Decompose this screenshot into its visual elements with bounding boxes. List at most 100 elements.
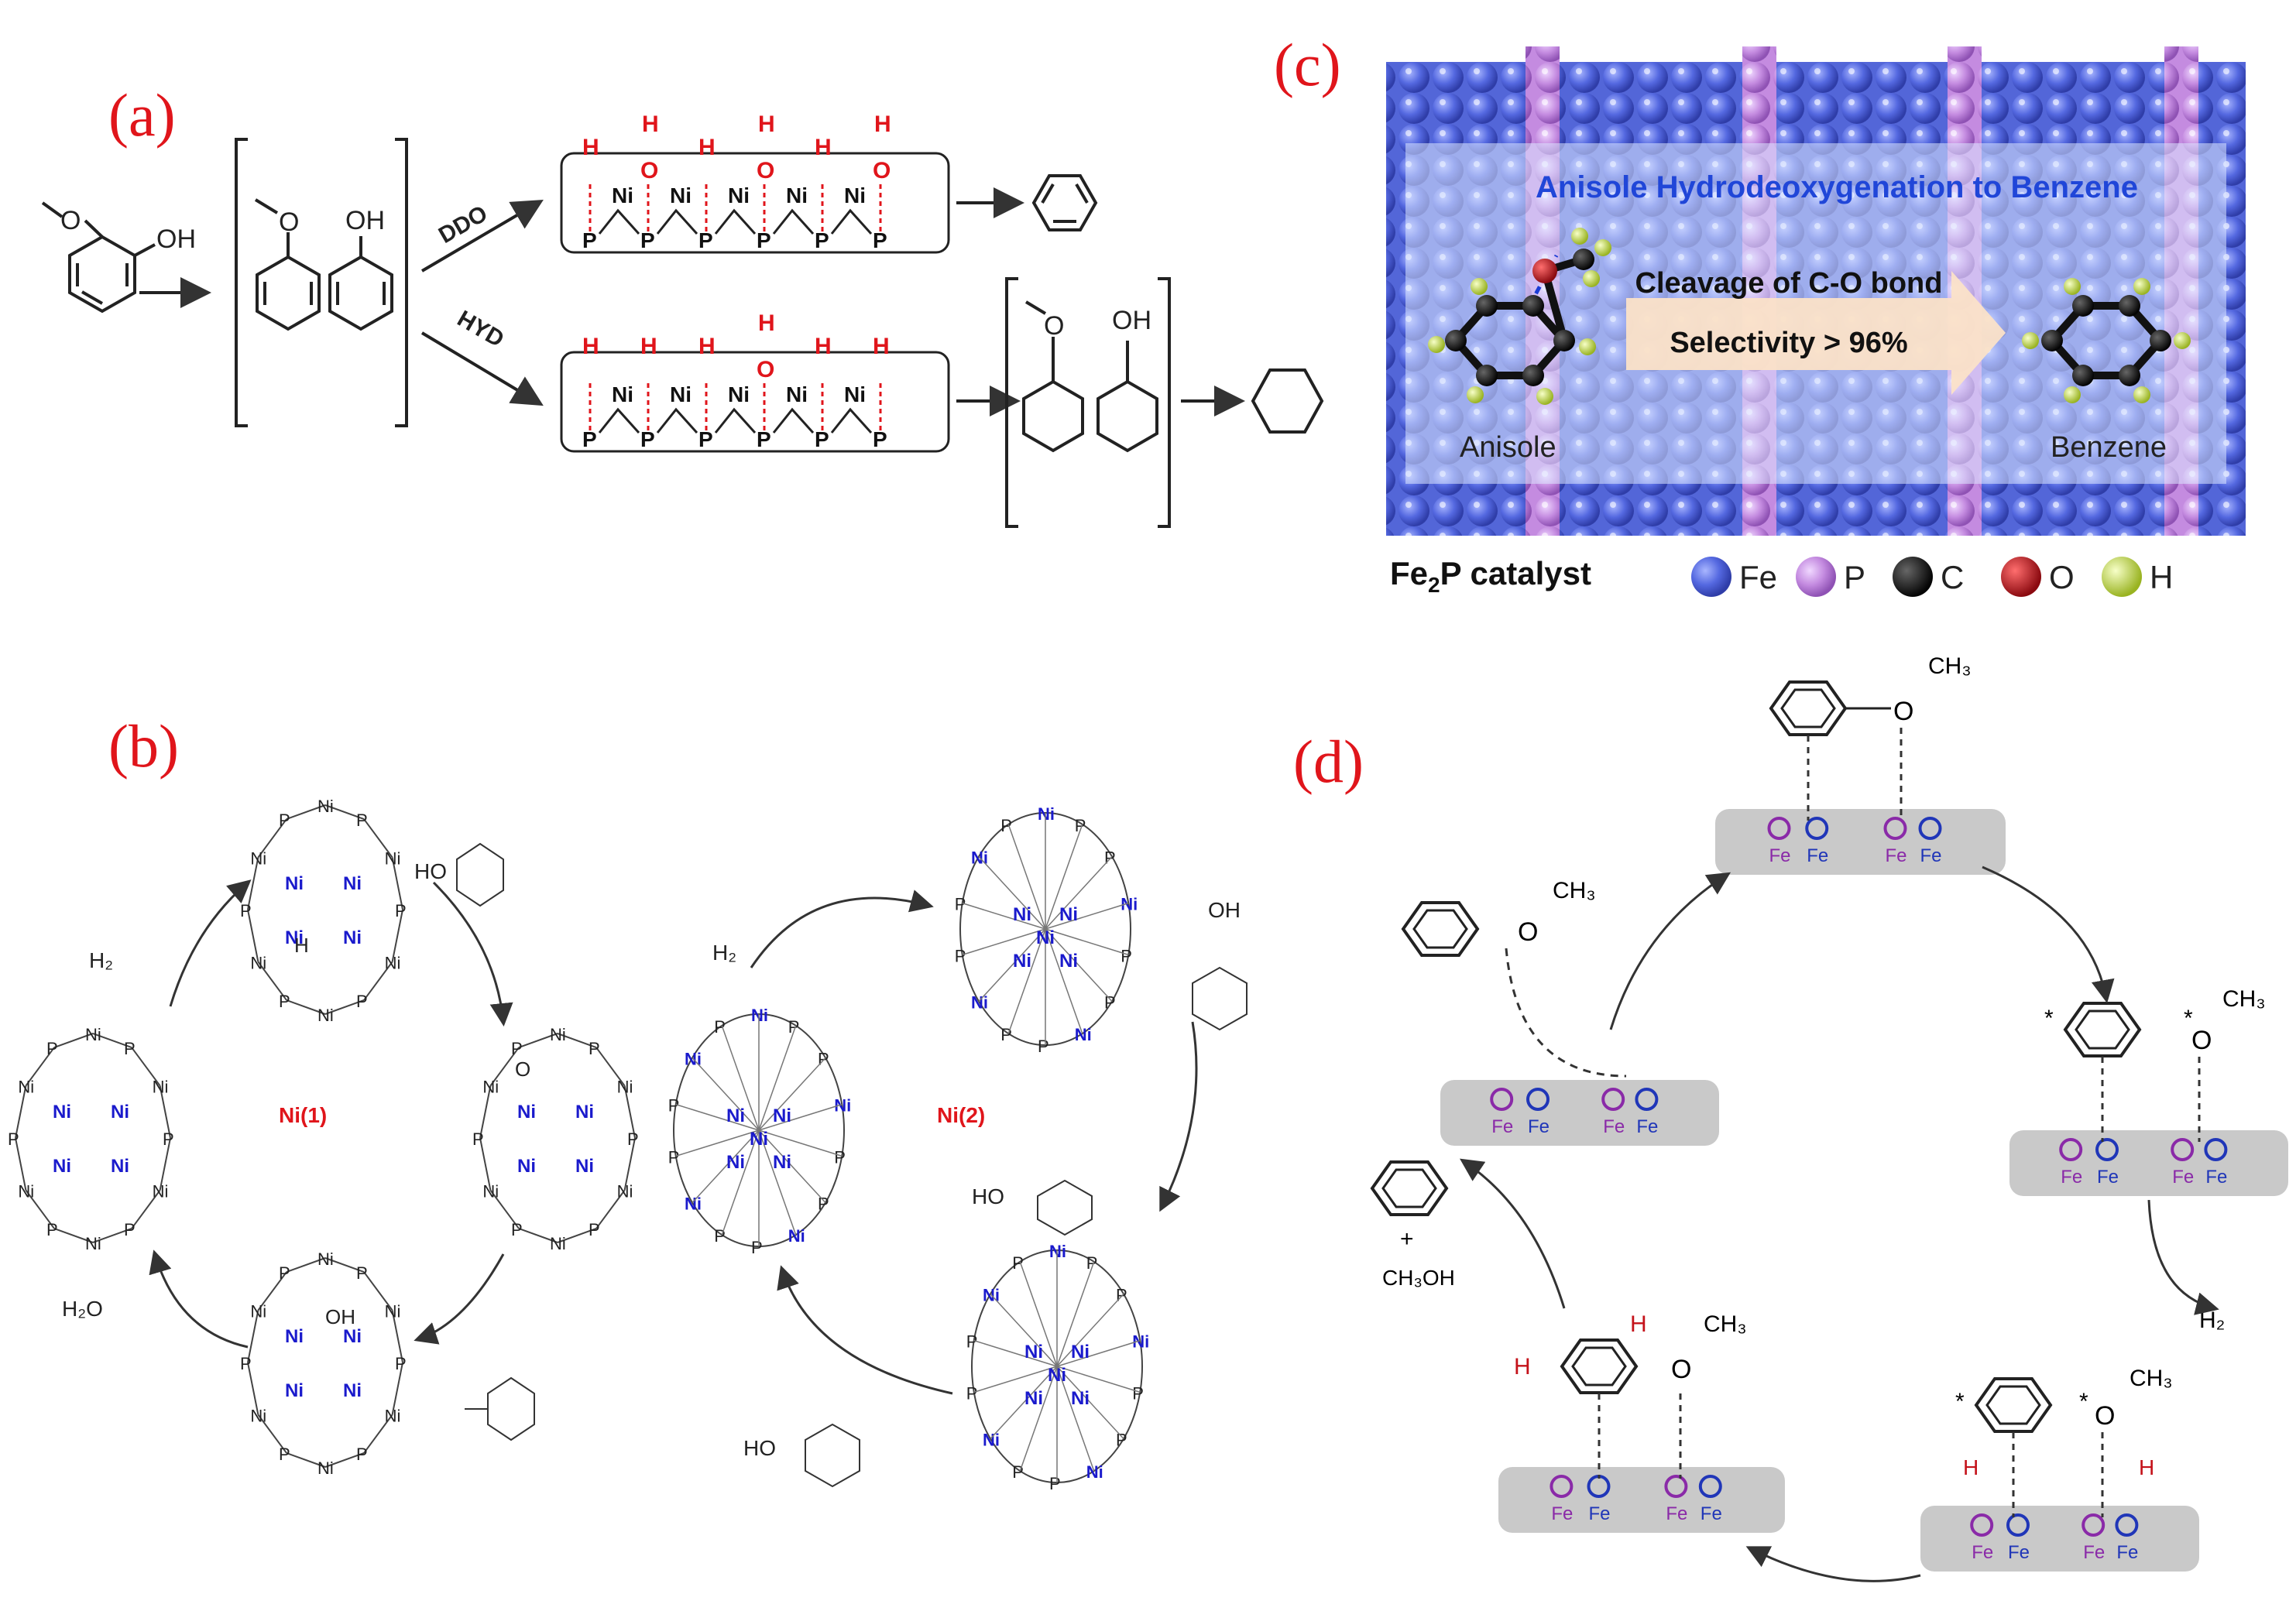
surface-ni-atom: Ni	[612, 183, 633, 207]
surface-hydroxyl-h: H	[874, 111, 891, 137]
legend-label: O	[2049, 559, 2075, 595]
o-left: O	[1518, 917, 1538, 947]
fe-site-label: Fe	[2172, 1167, 2194, 1188]
benzene-top	[1769, 680, 1848, 736]
cage-inner-ni: Ni	[343, 1380, 362, 1401]
ch3-bottom: CH₃	[1704, 1311, 1747, 1337]
phenol-ring-mid	[1037, 1179, 1093, 1236]
cage-atom: Ni	[617, 1182, 633, 1201]
cage-inner-ni: Ni	[285, 1380, 304, 1401]
panel-label-a: (a)	[108, 81, 176, 149]
cage-atom: Ni	[250, 1302, 266, 1321]
cage-inner-ni: Ni	[343, 1326, 362, 1347]
benzene-right-upper	[2063, 1002, 2142, 1057]
cage-atom: Ni	[482, 1078, 499, 1097]
cage-bond	[1019, 1261, 1058, 1367]
cage-bond	[557, 1227, 597, 1243]
ch3-right-upper: CH₃	[2222, 986, 2266, 1012]
o-right-upper: O	[2191, 1026, 2212, 1055]
ni-p-bond	[598, 407, 640, 434]
cage-h-label: H	[294, 934, 309, 957]
aromatic-ring	[2075, 1009, 2130, 1050]
surface-top-atom: O	[873, 158, 891, 183]
cycle-arrow	[1460, 1158, 1566, 1309]
cage-bond	[1045, 824, 1083, 930]
fe-site-label: Fe	[1886, 845, 1907, 866]
cage-bond	[721, 1129, 760, 1236]
cycle-arrow	[1982, 865, 2115, 1003]
ni-p-bond	[714, 208, 757, 235]
cage-bond	[391, 909, 403, 962]
ni-p-bond	[598, 208, 640, 235]
cage-bond	[1045, 928, 1129, 956]
cage-bond	[595, 1047, 626, 1087]
anisole-atoms	[1428, 228, 1611, 405]
cage-atom: Ni	[788, 1226, 805, 1246]
cage-bond	[247, 1362, 259, 1415]
catalyst-surface	[1498, 1467, 1785, 1533]
bracket-hyd-left	[1005, 277, 1018, 528]
panel-c-title: Anisole Hydrodeoxygenation to Benzene	[1536, 170, 2138, 204]
radical-star: *	[2184, 1006, 2193, 1031]
aromatic-ring	[1381, 1168, 1437, 1208]
cage-atom: P	[955, 895, 966, 914]
cage-atom: P	[511, 1220, 523, 1239]
cage-bond	[978, 928, 1046, 1003]
cyclohexanol-ring	[805, 1423, 860, 1488]
cage-bond	[973, 1339, 1058, 1367]
cage-bond	[391, 1310, 403, 1363]
cage-inner-ni: Ni	[1048, 1365, 1066, 1386]
cage-atom: P	[1116, 1285, 1127, 1304]
catalyst-surface	[1920, 1506, 2199, 1572]
cage-bond	[391, 857, 403, 910]
ni-p-bond	[830, 208, 873, 235]
surface-p-atom: P	[757, 427, 771, 451]
cage-bond	[53, 1227, 94, 1243]
cage-bond	[286, 999, 326, 1015]
cage-atom: P	[1104, 848, 1116, 867]
phenol-oh-label: OH	[345, 206, 385, 235]
cage-atom: Ni	[1132, 1332, 1149, 1352]
fe-site	[2115, 1513, 2139, 1537]
cage-bond	[557, 1033, 597, 1049]
cycle-arrow	[1745, 1546, 1921, 1582]
benzene-ring	[1401, 901, 1480, 957]
panel-label-b: (b)	[108, 712, 179, 780]
h2-label: H₂	[2199, 1308, 2225, 1333]
benzene-bottom	[1560, 1339, 1639, 1394]
cage-inner-ni: Ni	[517, 1102, 536, 1123]
cage-inner-ni: Ni	[1013, 904, 1031, 925]
cage-atom: P	[46, 1039, 58, 1058]
intermediate-o-label: O	[515, 1057, 530, 1081]
fe-site-label: Fe	[2205, 1167, 2227, 1188]
cage-atom: Ni	[385, 849, 401, 869]
cage-bond	[758, 1129, 843, 1157]
cage-atom: P	[955, 946, 966, 965]
bracket-hyd-right	[1158, 277, 1171, 528]
cage-bond	[675, 1103, 760, 1131]
ddo-route-label: DDO	[434, 201, 492, 249]
benzene-atoms	[2022, 278, 2191, 403]
benzene-product	[1031, 174, 1098, 231]
cycle-arrow	[2147, 1199, 2219, 1315]
fe-site	[1664, 1475, 1688, 1498]
cage-bond	[25, 1189, 55, 1229]
cage-bond	[1056, 1366, 1124, 1440]
selectivity-arrow	[1626, 271, 2006, 395]
cage-bond	[324, 1257, 365, 1273]
cage-bond	[758, 1103, 843, 1131]
fe-site-label: Fe	[1807, 845, 1828, 866]
cage-atom: P	[589, 1220, 600, 1239]
fe-site-label: Fe	[1636, 1116, 1658, 1137]
fe-site-label: Fe	[1528, 1116, 1550, 1137]
cage-atom: Ni	[1049, 1242, 1066, 1261]
cage-inner-ni: Ni	[773, 1152, 791, 1173]
catalyst-surface	[2009, 1130, 2288, 1196]
surface-top-atom: O	[757, 158, 774, 183]
